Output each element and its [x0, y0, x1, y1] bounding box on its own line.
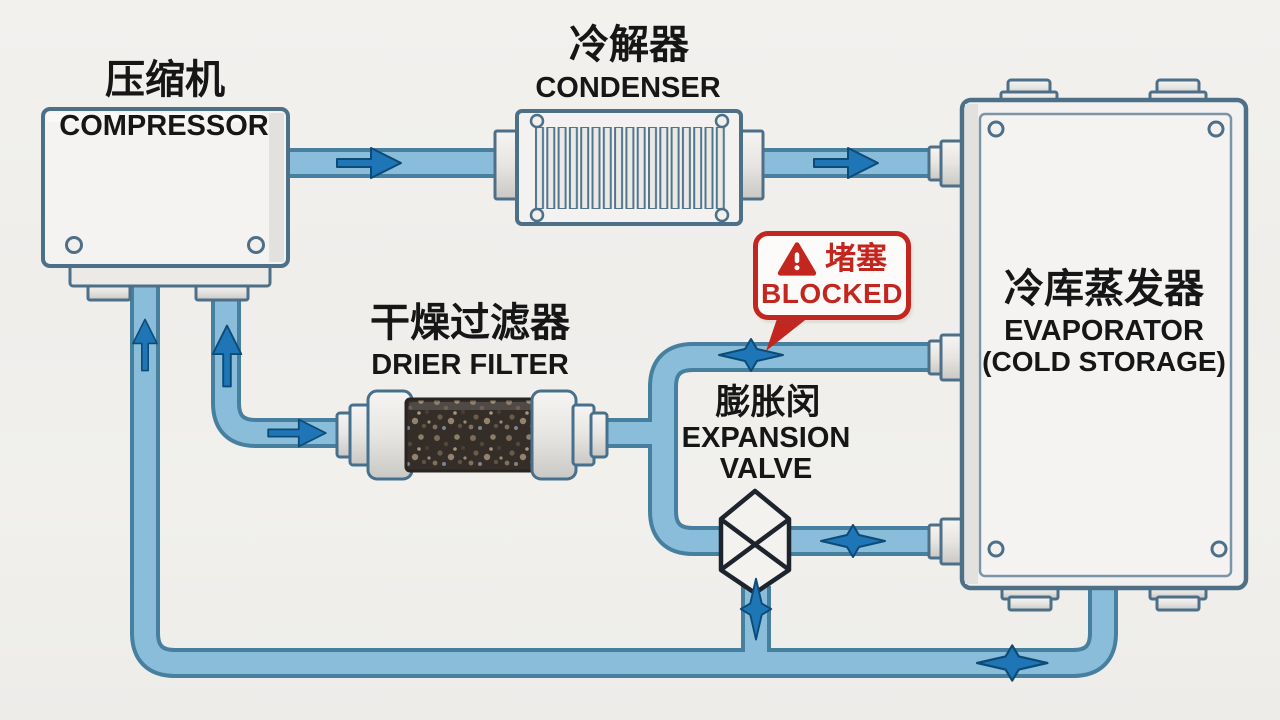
compressor-graphic [41, 107, 290, 302]
compressor-body [41, 107, 290, 268]
condenser-graphic [493, 109, 765, 226]
drier-filter-label-en: DRIER FILTER [371, 349, 569, 381]
evaporator-inner-panel [978, 112, 1233, 578]
condenser-label-zh: 冷解器 [569, 23, 689, 67]
screw-icon [1210, 540, 1228, 558]
valve-cross-line [719, 517, 791, 572]
evaporator-side-shade [965, 104, 978, 584]
screw-icon [529, 207, 545, 223]
callout-tail [766, 310, 814, 351]
evaporator-graphic [927, 78, 1249, 612]
evaporator-foot [1155, 595, 1201, 612]
filter-end-cap [530, 389, 578, 481]
drier-filter-label-zh: 干燥过滤器 [370, 301, 570, 345]
expansion-valve-label-en2: VALVE [719, 453, 813, 485]
blocked-callout: 堵塞 BLOCKED [753, 231, 911, 320]
compressor-label-en: COMPRESSOR [59, 110, 269, 142]
filter-body-highlight [409, 402, 535, 410]
blocked-label-en: BLOCKED [761, 278, 903, 309]
evaporator-label-en1: EVAPORATOR [1004, 315, 1204, 347]
evaporator-foot [1007, 595, 1053, 612]
evaporator-label-zh: 冷库蒸发器 [1004, 267, 1204, 311]
expansion-valve-label-en1: EXPANSION [681, 422, 851, 454]
warning-triangle-icon [777, 242, 817, 276]
screw-icon [529, 113, 545, 129]
screw-icon [1207, 120, 1225, 138]
expansion-valve-label-zh: 膨胀闵 [715, 383, 821, 422]
compressor-side-shade [269, 113, 284, 262]
expansion-valve-symbol [718, 488, 792, 596]
screw-icon [247, 236, 265, 254]
evaporator-label-en2: (COLD STORAGE) [982, 346, 1226, 377]
compressor-top-highlight [47, 113, 267, 122]
drier-filter-graphic [335, 389, 609, 481]
screw-icon [987, 540, 1005, 558]
screw-icon [987, 120, 1005, 138]
screw-icon [65, 236, 83, 254]
screw-icon [714, 113, 730, 129]
condenser-label-en: CONDENSER [535, 72, 721, 104]
filter-ring [589, 411, 609, 459]
compressor-label-zh: 压缩机 [105, 58, 225, 102]
condenser-fins [533, 127, 726, 209]
screw-icon [714, 207, 730, 223]
blocked-label-zh: 堵塞 [825, 240, 887, 276]
